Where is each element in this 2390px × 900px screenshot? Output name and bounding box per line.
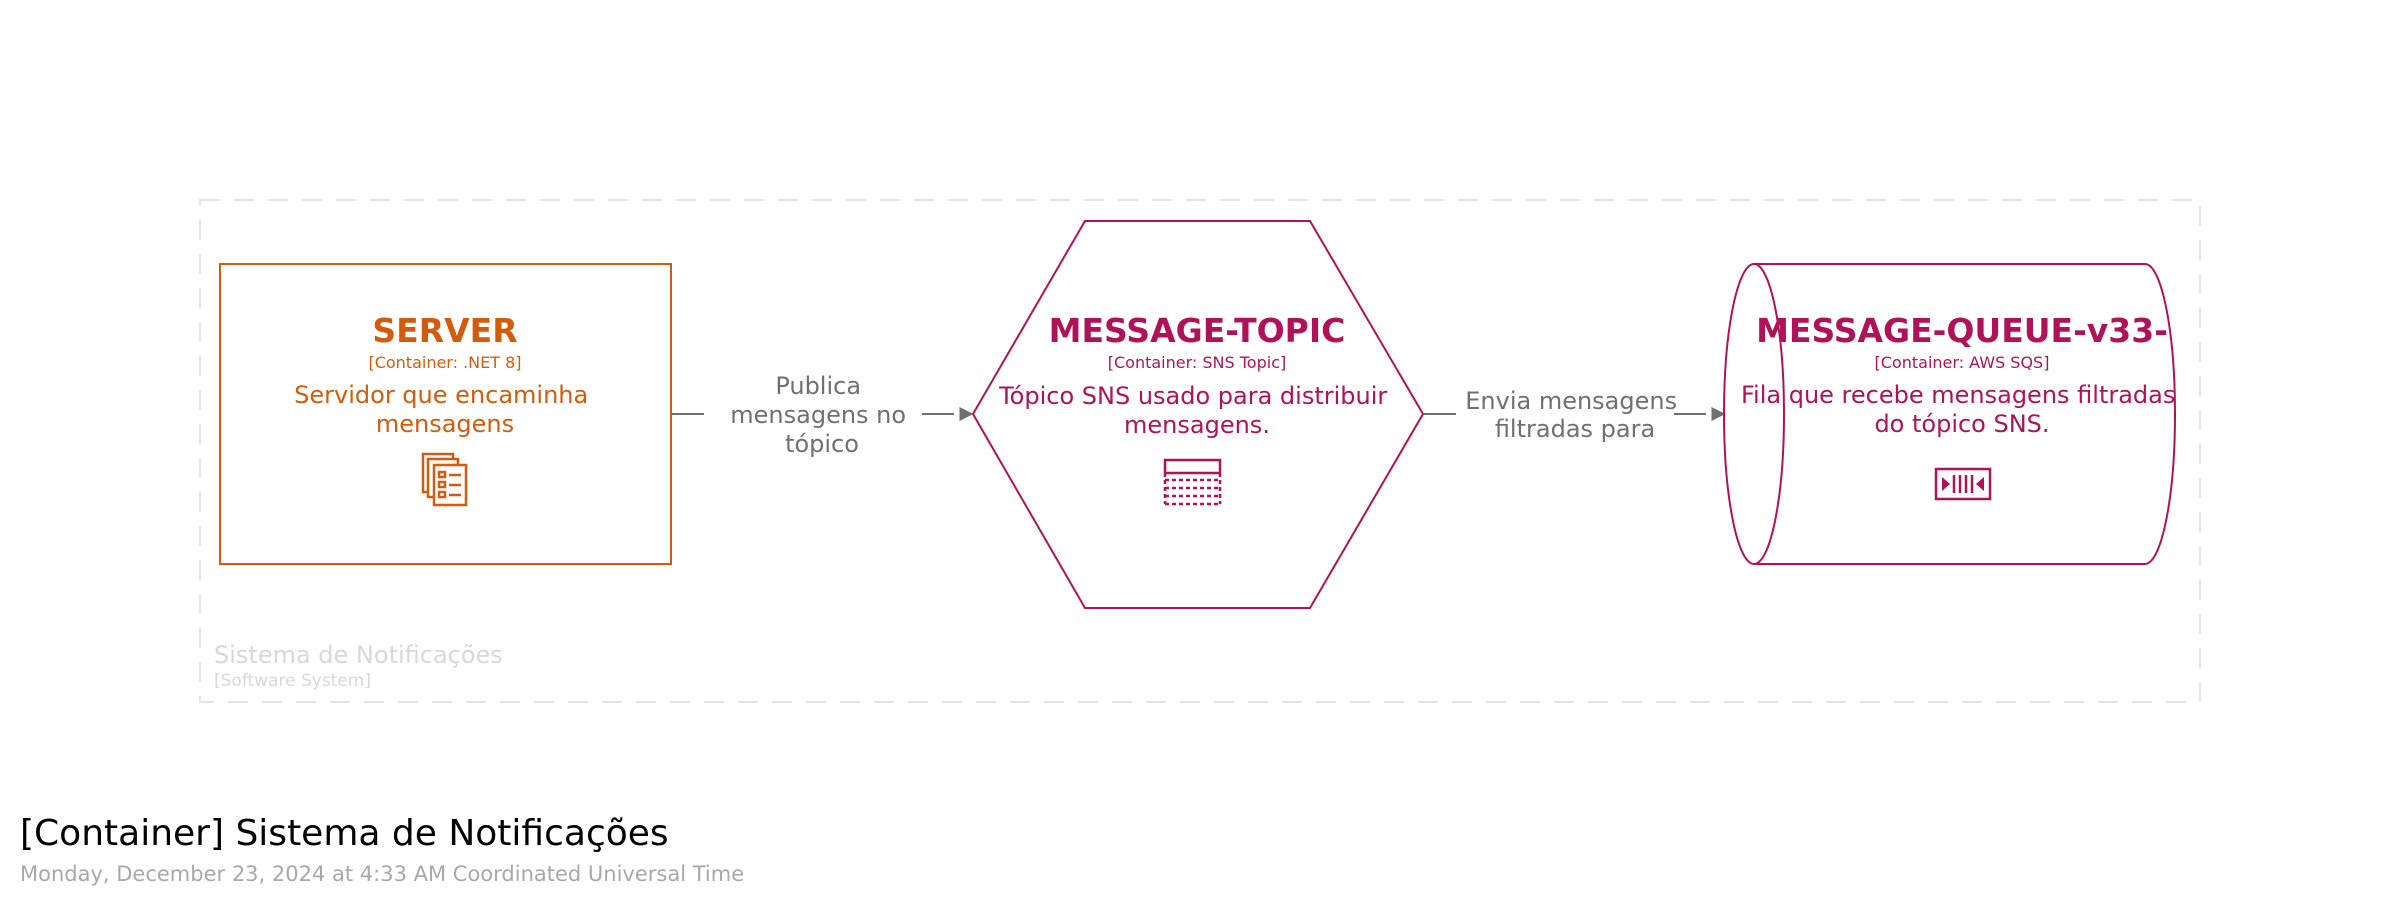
server-box (219, 263, 672, 565)
relationship-envia[interactable]: Envia mensagens filtradas para (1424, 382, 1726, 446)
queue-description-line: Fila que recebe mensagens filtradas (1741, 381, 2175, 409)
diagram-title: [Container] Sistema de Notificações (20, 813, 669, 854)
queue-description-line: do tópico SNS. (1874, 410, 2049, 438)
queue-cylinder-front-edge (1753, 263, 1785, 565)
boundary-type: [Software System] (214, 671, 371, 691)
queue-technology: [Container: AWS SQS] (1875, 353, 2050, 372)
relationship-label-line: Envia mensagens (1465, 387, 1677, 415)
relationship-label-bg (705, 368, 905, 460)
relationship-label: Envia mensagens filtradas para (1465, 387, 1685, 443)
server-container[interactable]: SERVER [Container: .NET 8] Servidor que … (219, 263, 672, 565)
relationship-label-line: tópico (785, 430, 859, 458)
server-description-line: Servidor que encaminha (294, 381, 588, 409)
boundary-name: Sistema de Notificações (214, 641, 503, 669)
relationship-label-line: filtradas para (1495, 415, 1655, 443)
message-topic-container[interactable]: MESSAGE-TOPIC [Container: SNS Topic] Tóp… (971, 220, 1425, 609)
relationship-label: Publica mensagens no tópico (730, 372, 913, 458)
server-description: Servidor que encaminha mensagens (294, 381, 596, 438)
queue-cylinder (1723, 263, 2176, 565)
diagram-timestamp: Monday, December 23, 2024 at 4:33 AM Coo… (20, 862, 745, 886)
system-boundary: Sistema de Notificações [Software System… (199, 199, 2201, 703)
topic-title: MESSAGE-TOPIC (1049, 311, 1346, 350)
topic-hexagon (971, 220, 1425, 609)
message-queue-container[interactable]: MESSAGE-QUEUE-v33- [Container: AWS SQS] … (1723, 263, 2183, 565)
queue-description: Fila que recebe mensagens filtradas do t… (1741, 381, 2183, 438)
relationship-label-line: mensagens no (730, 401, 906, 429)
server-description-line: mensagens (376, 410, 514, 438)
topic-technology: [Container: SNS Topic] (1108, 353, 1286, 372)
topic-description-line: Tópico SNS usado para distribuir (998, 382, 1387, 410)
relationship-label-bg (1460, 382, 1670, 446)
relationship-label-line: Publica (775, 372, 861, 400)
topic-description-line: mensagens. (1124, 411, 1270, 439)
relationship-publica[interactable]: Publica mensagens no tópico (672, 368, 974, 460)
queue-title: MESSAGE-QUEUE-v33- (1756, 311, 2168, 350)
boundary-frame (199, 199, 2201, 703)
server-technology: [Container: .NET 8] (368, 353, 521, 372)
topic-description: Tópico SNS usado para distribuir mensage… (998, 382, 1395, 439)
sns-topic-icon (1163, 458, 1222, 506)
sqs-queue-icon (1934, 467, 1992, 501)
documents-icon (421, 452, 468, 507)
server-title: SERVER (372, 311, 517, 350)
